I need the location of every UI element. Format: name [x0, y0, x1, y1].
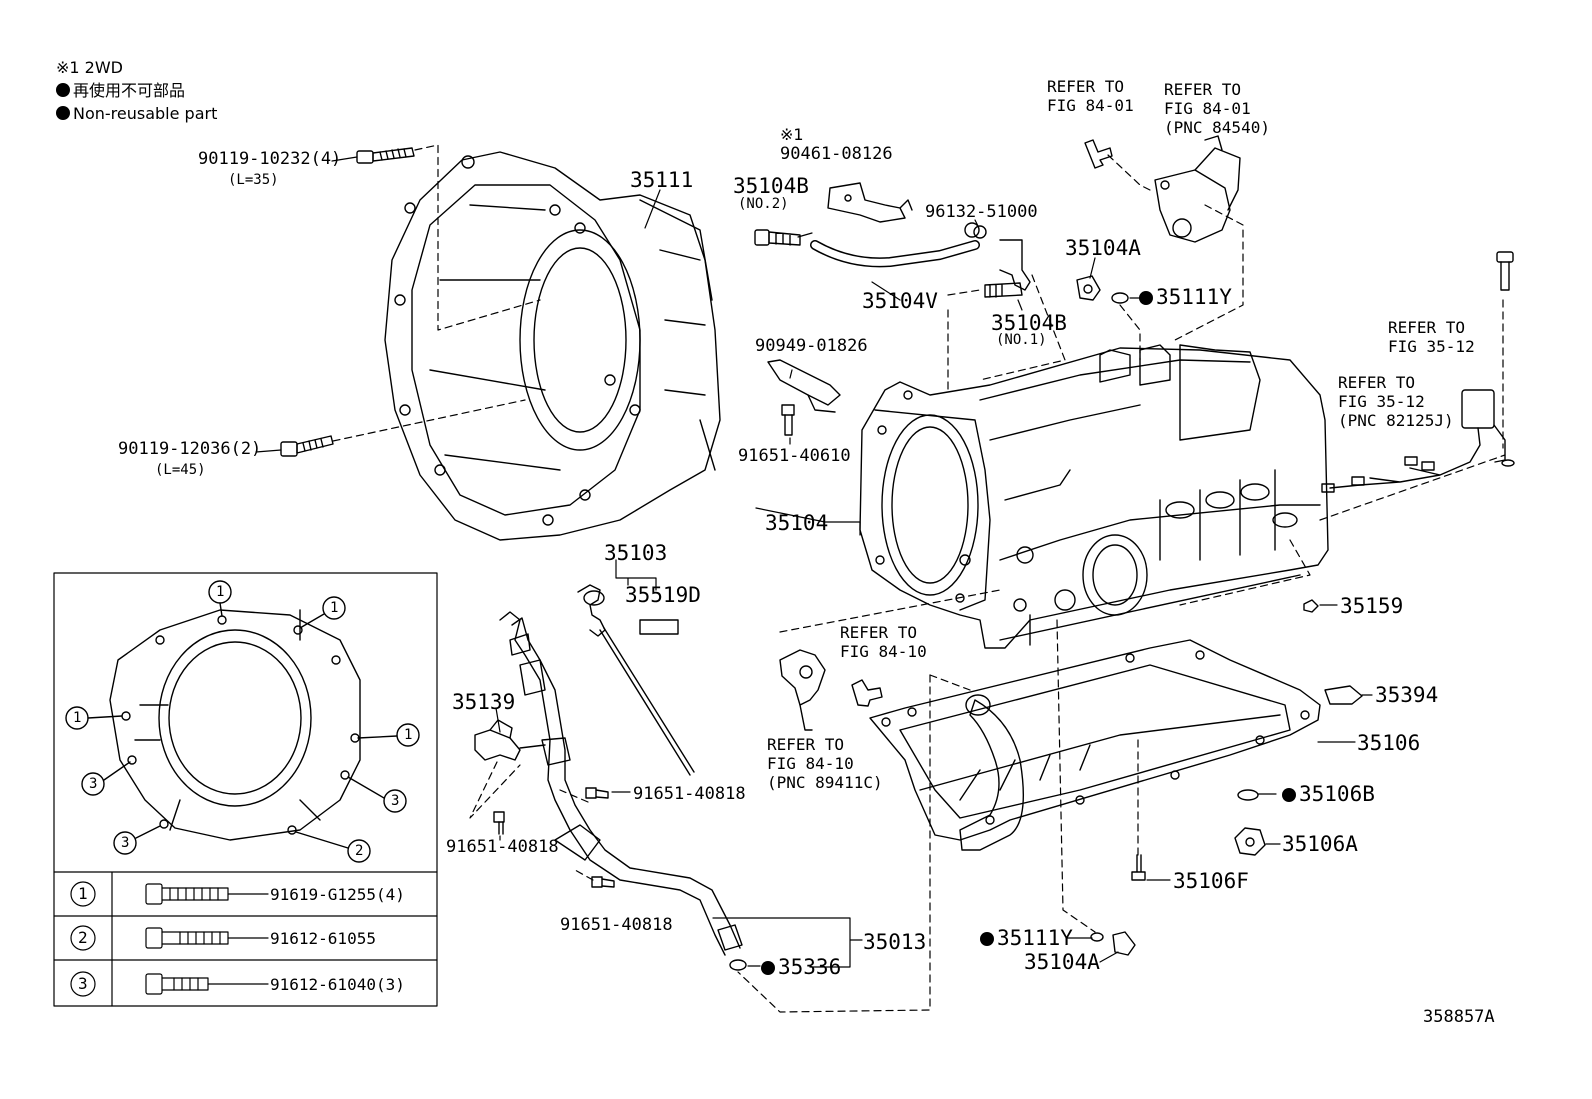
part-label-96132-51000[interactable]: 96132-51000: [925, 202, 1038, 222]
part-label-35104V[interactable]: 35104V: [862, 289, 938, 313]
part-label-35104B-no2[interactable]: 35104B: [733, 174, 809, 198]
part-label-35104[interactable]: 35104: [765, 511, 829, 535]
small-parts-right: [1090, 599, 1363, 956]
part-sub-no2: (NO.2): [738, 196, 789, 212]
refer-fig-35-12-a[interactable]: REFER TO FIG 35-12: [1388, 318, 1475, 356]
part-label-35111Y-bottom[interactable]: 35111Y: [980, 928, 1073, 949]
part-label-35106B[interactable]: 35106B: [1282, 784, 1375, 805]
leader-lines: [255, 156, 1373, 968]
nonreusable-dot-icon: [1139, 291, 1153, 305]
part-label-35111Y-top-text: 35111Y: [1156, 285, 1232, 309]
part-label-91651-40818-c[interactable]: 91651-40818: [560, 915, 673, 935]
nonreusable-dot-icon: [56, 83, 70, 97]
part-label-35103[interactable]: 35103: [604, 541, 668, 565]
part-label-35139[interactable]: 35139: [452, 690, 516, 714]
part-label-35519D[interactable]: 35519D: [625, 583, 701, 607]
bolts-91651-40818: [493, 787, 615, 888]
part-label-35394[interactable]: 35394: [1375, 683, 1439, 707]
refer-fig-84-10-a[interactable]: REFER TO FIG 84-10: [840, 623, 927, 661]
nonreusable-dot-icon: [56, 106, 70, 120]
inset-row-part-91612-61040[interactable]: 91612-61040(3): [270, 975, 405, 994]
dashed-lines: [332, 144, 1506, 1013]
part-label-90119-10232[interactable]: 90119-10232(4): [198, 149, 342, 169]
legend-nonreuse-en: Non-reusable part: [56, 106, 217, 122]
inset-callout-3: 3: [121, 835, 130, 851]
inset-callout-1: 1: [216, 584, 225, 600]
legend-note-2wd: ※1 2WD: [56, 58, 123, 77]
part-sub-no1: (NO.1): [996, 332, 1047, 348]
bell-housing-35111: [384, 151, 721, 541]
part-label-35106A[interactable]: 35106A: [1282, 832, 1358, 856]
part-label-35106B-text: 35106B: [1299, 782, 1375, 806]
part-label-35111Y-top[interactable]: 35111Y: [1139, 287, 1232, 308]
sensor-89411C: [779, 649, 883, 731]
part-label-35104A-top[interactable]: 35104A: [1065, 236, 1141, 260]
part-label-91651-40818-a[interactable]: 91651-40818: [633, 784, 746, 804]
inset-row-key-3: 3: [78, 974, 88, 993]
inset-callout-1: 1: [73, 710, 82, 726]
inset-row-key-1: 1: [78, 884, 88, 903]
filler-tube-35013: [499, 611, 747, 971]
bolt-90119-12036: [280, 435, 334, 457]
hose-assembly: [754, 182, 1031, 298]
refer-fig-84-10-pnc-89411C[interactable]: REFER TO FIG 84-10 (PNC 89411C): [767, 735, 883, 792]
nonreusable-dot-icon: [980, 932, 994, 946]
clip-35139: [474, 719, 521, 761]
legend-nonreuse-jp: 再使用不可部品: [56, 83, 185, 99]
bolt-90119-10232: [356, 147, 415, 164]
plug-35104A-top: [1076, 275, 1129, 304]
sensor-84540: [1084, 135, 1241, 243]
part-label-35159[interactable]: 35159: [1340, 594, 1404, 618]
part-label-35106F[interactable]: 35106F: [1173, 869, 1249, 893]
figure-id: 358857A: [1423, 1007, 1495, 1027]
inset-bell-housing: [109, 609, 361, 841]
refer-fig-84-01-pnc-84540[interactable]: REFER TO FIG 84-01 (PNC 84540): [1164, 80, 1270, 137]
legend-nonreuse-en-text: Non-reusable part: [73, 104, 218, 123]
part-label-35336[interactable]: 35336: [761, 957, 841, 978]
part-label-90119-12036[interactable]: 90119-12036(2): [118, 439, 262, 459]
part-length-l35: (L=35): [228, 172, 279, 188]
note-mark-2wd: ※1: [780, 125, 804, 144]
inset-callout-1: 1: [404, 727, 413, 743]
clamp-90949: [767, 359, 841, 436]
inset-callout-3: 3: [391, 793, 400, 809]
part-label-35111Y-bottom-text: 35111Y: [997, 926, 1073, 950]
part-label-35336-text: 35336: [778, 955, 842, 979]
inset-callout-2: 2: [355, 843, 364, 859]
part-length-l45: (L=45): [155, 462, 206, 478]
part-label-35106[interactable]: 35106: [1357, 731, 1421, 755]
inset-row-key-2: 2: [78, 928, 88, 947]
part-label-35111[interactable]: 35111: [630, 168, 694, 192]
part-label-90461-08126[interactable]: 90461-08126: [780, 144, 893, 164]
dipstick-35103: [577, 584, 695, 776]
oil-pan-35106: [869, 639, 1321, 851]
inset-row-part-91619-G1255[interactable]: 91619-G1255(4): [270, 885, 405, 904]
part-label-35104B-no1[interactable]: 35104B: [991, 311, 1067, 335]
part-label-35104A-bottom[interactable]: 35104A: [1024, 950, 1100, 974]
nonreusable-dot-icon: [1282, 788, 1296, 802]
inset-row-part-91612-61055[interactable]: 91612-61055: [270, 929, 376, 948]
inset-frame: [53, 572, 438, 1007]
refer-fig-35-12-pnc-82125J[interactable]: REFER TO FIG 35-12 (PNC 82125J): [1338, 373, 1454, 430]
part-label-91651-40610[interactable]: 91651-40610: [738, 446, 851, 466]
part-label-35013[interactable]: 35013: [863, 930, 927, 954]
inset-callout-3: 3: [89, 776, 98, 792]
wiring-harness: [1321, 251, 1515, 493]
part-label-90949-01826[interactable]: 90949-01826: [755, 336, 868, 356]
transmission-case-35104: [859, 344, 1329, 649]
inset-callout-1: 1: [330, 600, 339, 616]
legend-nonreuse-jp-text: 再使用不可部品: [73, 81, 186, 100]
refer-fig-84-01-a[interactable]: REFER TO FIG 84-01: [1047, 77, 1134, 115]
part-label-91651-40818-b[interactable]: 91651-40818: [446, 837, 559, 857]
nonreusable-dot-icon: [761, 961, 775, 975]
inset-callouts: [65, 580, 420, 863]
